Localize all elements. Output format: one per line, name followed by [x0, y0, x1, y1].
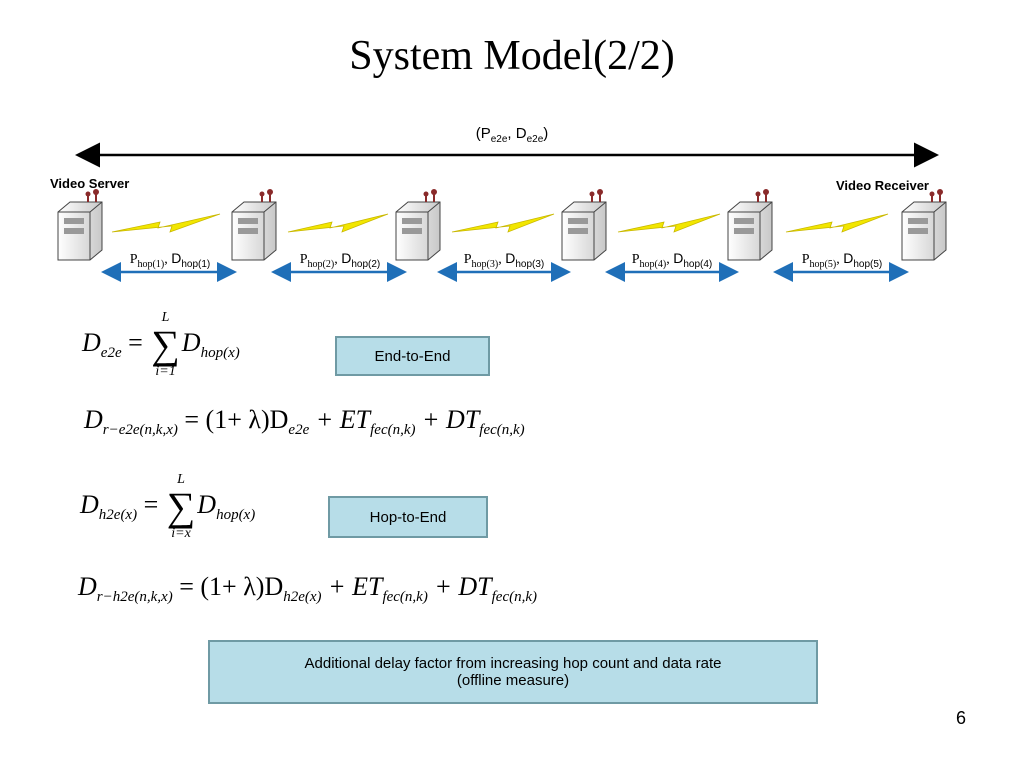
network-diagram: [57, 142, 947, 282]
eq1-sum-bottom: i=1: [155, 364, 176, 379]
wireless-link-icon: [287, 213, 389, 233]
eq3-sum-top: L: [177, 472, 185, 487]
hop-d: D: [505, 250, 516, 266]
hop-d-sub: hop(3): [515, 258, 545, 270]
eq3-sum-bottom: i=x: [171, 526, 191, 541]
eq2-term1-sub: fec(n,k): [370, 422, 416, 439]
receiver-label: Video Receiver: [836, 178, 929, 193]
eq4-mid-sub: h2e(x): [283, 589, 322, 606]
eq3-equals: =: [143, 489, 159, 519]
eq2-lhs: D: [84, 405, 103, 434]
receiver-icon: [901, 189, 947, 261]
eq3-rhs: D: [197, 489, 217, 519]
hop-d-sub: hop(2): [351, 258, 381, 270]
eq2-term2: + DT: [422, 405, 480, 434]
eq2-term2-sub: fec(n,k): [479, 422, 525, 439]
eq3-lhs-sub: h2e(x): [98, 507, 138, 524]
hop-label: Phop(1), Dhop(1): [129, 250, 211, 270]
hop-p-sub: hop(4): [639, 258, 667, 270]
e2e-label: (Pe2e, De2e): [475, 125, 549, 145]
wireless-link-icon: [617, 213, 721, 233]
hop-d: D: [673, 250, 684, 266]
router-icon: [231, 189, 277, 261]
equation-r-h2e: Dr−h2e(n,k,x) = (1+ λ)Dh2e(x) + ETfec(n,…: [78, 572, 537, 606]
hop-p: P: [129, 252, 138, 267]
eq2-term1: + ET: [315, 405, 371, 434]
hop-p: P: [801, 252, 810, 267]
wireless-link-icon: [451, 213, 555, 233]
hop-p-sub: hop(2): [307, 258, 335, 270]
note-line1: Additional delay factor from increasing …: [304, 655, 722, 672]
eq1-lhs: D: [82, 327, 101, 357]
e2e-p: P: [480, 125, 491, 142]
eq2-lhs-sub: r−e2e(n,k,x): [102, 422, 178, 439]
e2e-d: D: [515, 125, 527, 142]
eq4-mid: = (1+ λ)D: [179, 572, 284, 601]
hop-d-sub: hop(5): [853, 258, 883, 270]
equation-r-e2e: Dr−e2e(n,k,x) = (1+ λ)De2e + ETfec(n,k) …: [84, 405, 525, 439]
eq1-rhs: D: [181, 327, 201, 357]
eq1-equals: =: [128, 327, 143, 357]
note-line2: (offline measure): [456, 672, 570, 689]
hop-p: P: [299, 252, 308, 267]
slide-title: System Model(2/2): [349, 33, 675, 79]
hop-p: P: [631, 252, 640, 267]
hop-d-sub: hop(1): [181, 258, 211, 270]
hop-d: D: [171, 250, 182, 266]
eq1-rhs-sub: hop(x): [200, 345, 240, 362]
eq4-term1-sub: fec(n,k): [382, 589, 428, 606]
eq2-mid-sub: e2e: [288, 422, 310, 439]
eq1-sum: L∑i=1: [151, 310, 180, 379]
hop-p-sub: hop(1): [137, 258, 165, 270]
hop-p-sub: hop(5): [809, 258, 837, 270]
eq4-term2-sub: fec(n,k): [491, 589, 538, 606]
e2e-p-sub: e2e: [490, 134, 508, 145]
hop-label: Phop(5), Dhop(5): [801, 250, 883, 270]
server-icon: [57, 189, 103, 261]
hop-label: Phop(2), Dhop(2): [299, 250, 381, 270]
hop-d: D: [341, 250, 352, 266]
hop-d-sub: hop(4): [683, 258, 713, 270]
e2e-d-sub: e2e: [526, 134, 544, 145]
wireless-link-icon: [111, 213, 221, 233]
note-box: Additional delay factor from increasing …: [208, 640, 818, 704]
eq3-lhs: D: [80, 489, 99, 519]
hop-to-end-box: Hop-to-End: [328, 496, 488, 538]
router-icon: [561, 189, 607, 261]
router-icon: [727, 189, 773, 261]
page-number: 6: [955, 708, 966, 728]
eq3-rhs-sub: hop(x): [216, 507, 256, 524]
hop-p: P: [463, 252, 472, 267]
server-label: Video Server: [50, 176, 130, 191]
eq4-term1: + ET: [328, 572, 383, 601]
hop-label: Phop(3), Dhop(3): [463, 250, 545, 270]
eq4-lhs: D: [78, 572, 97, 601]
eq1-lhs-sub: e2e: [100, 345, 122, 362]
hop-label: Phop(4), Dhop(4): [631, 250, 713, 270]
eq4-term2: + DT: [434, 572, 492, 601]
hop-d: D: [843, 250, 854, 266]
eq3-sum: L∑i=x: [166, 472, 196, 541]
hop-p-sub: hop(3): [471, 258, 499, 270]
eq2-mid: = (1+ λ)D: [184, 405, 289, 434]
eq1-sum-top: L: [161, 310, 170, 325]
router-icon: [395, 189, 441, 261]
end-to-end-box: End-to-End: [335, 336, 490, 376]
eq4-lhs-sub: r−h2e(n,k,x): [96, 589, 173, 606]
wireless-link-icon: [785, 213, 889, 233]
